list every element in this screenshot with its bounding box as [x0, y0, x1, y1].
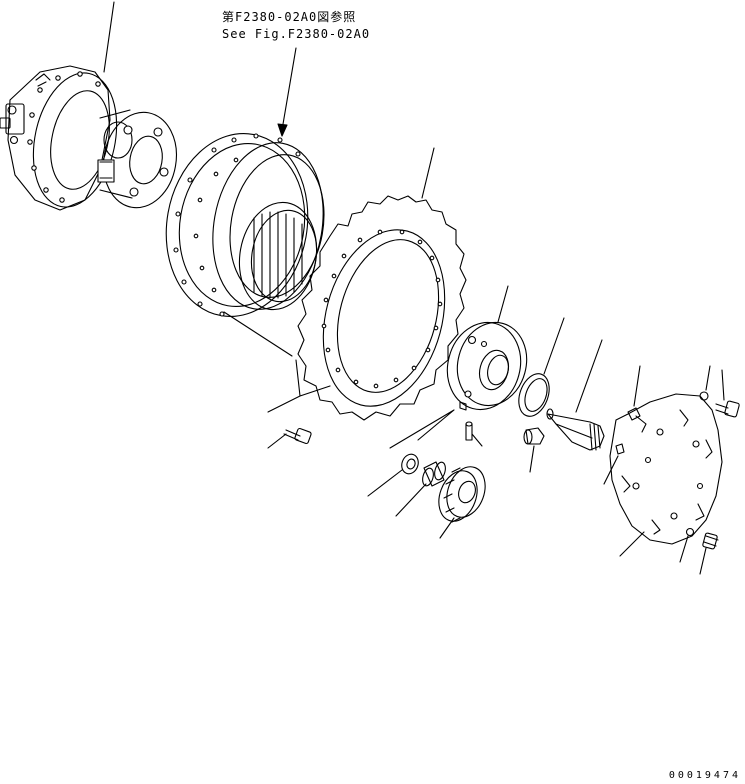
leader-bearing	[396, 484, 426, 516]
leader-thrust-ring	[544, 318, 564, 374]
leader-cover-washer-lower	[680, 536, 688, 562]
leader-bracket-planetary	[390, 410, 454, 448]
leader-bracket-sprocket	[268, 360, 330, 412]
hub-housing	[152, 122, 336, 328]
spacer	[524, 428, 544, 444]
leader-planet-gear	[440, 518, 454, 538]
cover-bolt-lower	[702, 533, 718, 550]
leader-motor	[104, 2, 114, 72]
planetary-carrier	[438, 314, 536, 418]
leader-spacer	[530, 446, 534, 472]
planet-gear	[432, 461, 492, 526]
cover-plate	[610, 394, 722, 544]
sun-shaft	[547, 409, 604, 450]
leader-sprocket-bolt	[268, 434, 286, 448]
cover-washer-lower	[687, 529, 694, 536]
reference-label-japanese: 第F2380-02A0図参照	[222, 10, 357, 24]
cover-washer-upper	[700, 392, 708, 400]
reference-label-english: See Fig.F2380-02A0	[222, 27, 371, 41]
leader-carrier	[498, 286, 508, 322]
leader-hub-arrowhead	[278, 124, 287, 136]
plug	[616, 444, 624, 454]
leader-cover-bolt-lower	[700, 548, 706, 574]
pin	[466, 422, 472, 440]
cover-bolt-upper	[716, 401, 740, 418]
thrust-ring	[513, 370, 554, 421]
leader-sprocket	[422, 148, 434, 198]
leader-hub-lower	[224, 312, 292, 356]
leader-cover-plug	[634, 366, 640, 406]
sprocket-bolt	[284, 428, 312, 444]
leader-cover-plate	[620, 532, 644, 556]
leader-pin	[472, 434, 482, 446]
cover-plug	[628, 408, 640, 420]
leader-cover-bolt-upper	[722, 370, 724, 400]
leader-cover-washer-upper	[706, 366, 710, 390]
thrust-washer	[399, 452, 421, 476]
leader-hub-reference	[282, 48, 296, 130]
leader-thrust-washer	[368, 470, 402, 496]
drawing-number: 00019474	[668, 770, 741, 781]
final-drive-motor-assembly	[0, 65, 184, 215]
needle-bearing	[421, 461, 447, 487]
leader-sun-shaft	[576, 340, 602, 412]
